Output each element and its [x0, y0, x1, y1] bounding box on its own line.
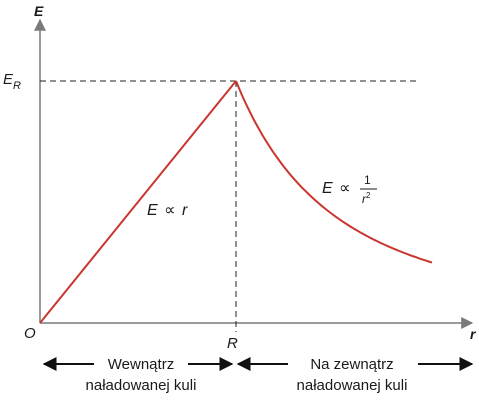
- origin-tick-label: O: [24, 325, 36, 342]
- outside-inverse-square-curve: [235, 80, 433, 264]
- r-tick-label: R: [227, 335, 238, 352]
- inside-formula: E ∝ r: [147, 202, 188, 219]
- inside-linear-curve: [39, 80, 237, 324]
- outside-formula-numerator: 1: [364, 173, 371, 187]
- outside-label-line2: naładowanej kuli: [297, 377, 408, 394]
- outside-formula: E ∝ 1 r2: [322, 173, 377, 206]
- outside-formula-denominator: r2: [362, 191, 371, 206]
- er-tick-label: ER: [3, 71, 21, 92]
- svg-text:E ∝: E ∝: [322, 180, 351, 197]
- x-axis-label: r: [470, 326, 477, 342]
- outside-label-line1: Na zewnątrz: [310, 356, 393, 373]
- inside-label-line1: Wewnątrz: [108, 356, 174, 373]
- inside-label-line2: naładowanej kuli: [86, 377, 197, 394]
- y-axis-label: E: [34, 3, 44, 19]
